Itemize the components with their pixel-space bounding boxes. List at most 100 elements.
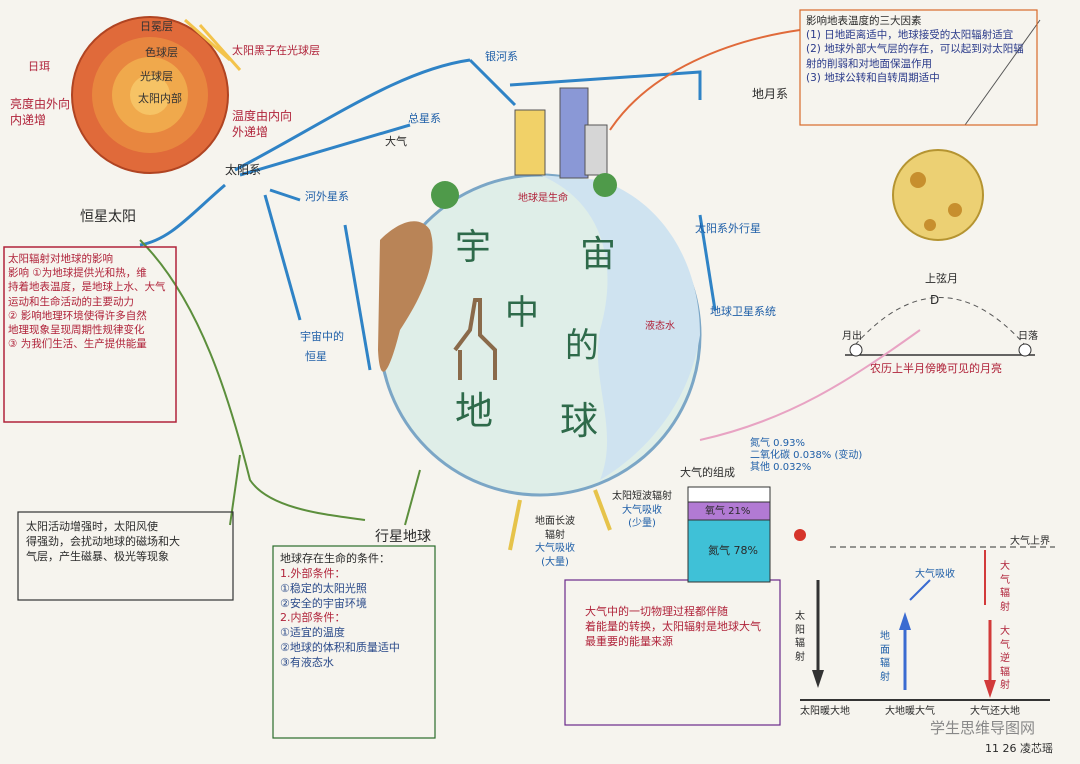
base-label-3: 大气还大地 — [970, 706, 1020, 717]
solar-activity-text: 太阳活动增强时，太阳风使 得强劲，会扰动地球的磁场和大 气层，产生磁暴、极光等现… — [26, 520, 180, 563]
atmosphere-composition: 氮气 0.93% 二氧化碳 0.038% (变动) 其他 0.032% — [750, 438, 863, 473]
side-label-4: 宇宙中的 — [300, 330, 344, 343]
planet-earth-title: 地球存在生命的条件： — [280, 552, 390, 565]
arrow-to-atmo — [343, 224, 372, 371]
heat-label-solar: 太阳辐射 — [795, 611, 805, 663]
sun-effects-title: 太阳辐射对地球的影响 — [8, 253, 113, 265]
arrow-sun-to-earth — [139, 239, 366, 521]
arrow-right-down — [698, 214, 717, 311]
earth-note-left: 地球是生命 — [518, 193, 568, 204]
earth-note-right: 液态水 — [645, 321, 675, 332]
side-label-6: 大气 — [385, 135, 407, 148]
ground-arrowhead — [899, 612, 911, 630]
moon-orbit-arc — [854, 297, 1026, 346]
arrow-to-factors — [609, 29, 801, 131]
energy-box — [564, 579, 781, 726]
solar-arrowhead — [812, 670, 824, 688]
temperature-factors-box — [799, 9, 1038, 126]
atm-sky-label: 大气上界 — [1010, 536, 1050, 547]
base-label-2: 大地暖大气 — [885, 706, 935, 717]
temperature-factors-text: 影响地表温度的三大因素 (1) 日地距离适中，地球接受的太阳辐射适宜 (2) 地… — [806, 14, 1034, 85]
arrow-to-star — [263, 194, 302, 321]
atm-solar-label: 太阳短波辐射 大气吸收 (少量) — [612, 491, 672, 529]
milky-way-label: 银河系 — [485, 50, 518, 63]
planet-earth-text: 地球存在生命的条件： 1.外部条件： ①稳定的太阳光照 ②安全的宇宙环境 2.内… — [280, 552, 435, 671]
building-3 — [584, 124, 608, 176]
atm-nitrogen-band — [687, 519, 771, 583]
atm-other-band — [687, 486, 771, 503]
side-label-5: 恒星 — [305, 350, 327, 363]
sun-label-prominence: 日珥 — [28, 60, 50, 73]
earth-char-4: 的 — [565, 326, 599, 366]
factor-bracket — [964, 19, 1041, 126]
side-label-2: 太阳系外行星 — [695, 222, 761, 235]
moon-horizon-left: 月出 — [842, 331, 862, 342]
side-label-1: 河外星系 — [305, 190, 349, 203]
moon — [892, 149, 984, 241]
branch-planet-label: 行星地球 — [375, 529, 431, 545]
sun-layer-chromosphere: 色球层 — [145, 46, 178, 59]
sun-label-sunspot: 太阳黑子在光球层 — [232, 44, 320, 57]
total-galaxy-label: 总星系 — [408, 112, 441, 125]
base-label-1: 太阳暖大地 — [800, 706, 850, 717]
heat-label-absorb: 大气吸收 — [915, 569, 955, 580]
sun-rays — [184, 18, 242, 71]
moon-crater-2 — [948, 203, 962, 217]
sun-layer-photosphere: 光球层 — [140, 70, 173, 83]
arrow-to-milkyway — [234, 58, 471, 172]
heat-label-back: 大气逆辐射 — [1000, 626, 1010, 691]
earth-ocean — [540, 175, 700, 480]
heat-label-atm: 大气辐射 — [1000, 561, 1010, 613]
sun-effects-text: 太阳辐射对地球的影响 影响 ①为地球提供光和热，维 持着地表温度，是地球上水、大… — [8, 252, 176, 351]
sun-setting — [1018, 343, 1032, 357]
sun-dot — [794, 529, 806, 541]
tree-1 — [431, 181, 459, 209]
planet-earth-box — [272, 545, 436, 739]
heat-label-ground: 地面辐射 — [880, 631, 890, 683]
atmosphere-title: 大气的组成 — [680, 466, 735, 479]
moon-rising — [849, 343, 863, 357]
arrow-sun-to-solar — [139, 183, 226, 247]
solar-activity-box — [17, 511, 234, 601]
moon-crater-1 — [910, 172, 926, 188]
building-1 — [514, 109, 546, 176]
arrow-to-earth-sat — [269, 188, 301, 202]
sun-layer-core: 太阳内部 — [138, 92, 182, 105]
sun-core — [130, 75, 170, 115]
earth-heat-arrows — [508, 489, 612, 551]
watermark: 学生思维导图网 — [930, 719, 1036, 737]
solar-system-label: 太阳系 — [225, 163, 262, 177]
building-2 — [559, 87, 589, 179]
atm-ground-label: 地面长波 辐射 大气吸收 (大量) — [535, 516, 575, 568]
sun-label-right: 温度由内向外递增 — [232, 109, 293, 140]
absorb-arrow — [909, 579, 931, 601]
arrow-milkyway-down — [468, 58, 517, 107]
earth-char-3: 中 — [505, 293, 539, 333]
moon-label-bottom: 农历上半月傍晚可见的月亮 — [870, 362, 1002, 375]
atm-oxygen-label: 氧气 21% — [705, 506, 751, 517]
earth-char-6: 球 — [560, 399, 599, 443]
moon-crater-3 — [924, 219, 936, 231]
earth-char-2: 宙 — [580, 234, 617, 275]
side-label-3: 地球卫星系统 — [710, 305, 776, 318]
signature: 11 26 凌芯瑶 — [985, 742, 1053, 755]
tree-2 — [593, 173, 617, 197]
moon-label-phase: D — [930, 293, 940, 307]
branch-sun-label: 恒星太阳 — [80, 209, 136, 225]
atm-back-arrowhead — [984, 680, 996, 698]
factors-title: 影响地表温度的三大因素 — [806, 15, 922, 27]
atm-nitrogen-label: 氮气 78% — [708, 544, 758, 557]
sun-layer-corona: 日冕层 — [140, 20, 173, 33]
earth-char-5: 地 — [455, 389, 494, 433]
moon-label-top: 上弦月 — [925, 272, 958, 285]
giraffe-drawing — [453, 298, 497, 380]
arrow-to-galaxy — [239, 123, 411, 177]
earth-landform-left — [378, 221, 433, 372]
arrow-earth-to-planet — [404, 469, 421, 526]
arrow-to-activity — [229, 454, 241, 526]
energy-text: 大气中的一切物理过程都伴随 着能量的转换，太阳辐射是地球大气 最重要的能量来源 — [585, 605, 761, 648]
earth-char-1: 宇 — [455, 227, 492, 268]
arrow-to-earthmoon — [509, 70, 702, 100]
branch-moon-label: 地月系 — [752, 87, 789, 101]
